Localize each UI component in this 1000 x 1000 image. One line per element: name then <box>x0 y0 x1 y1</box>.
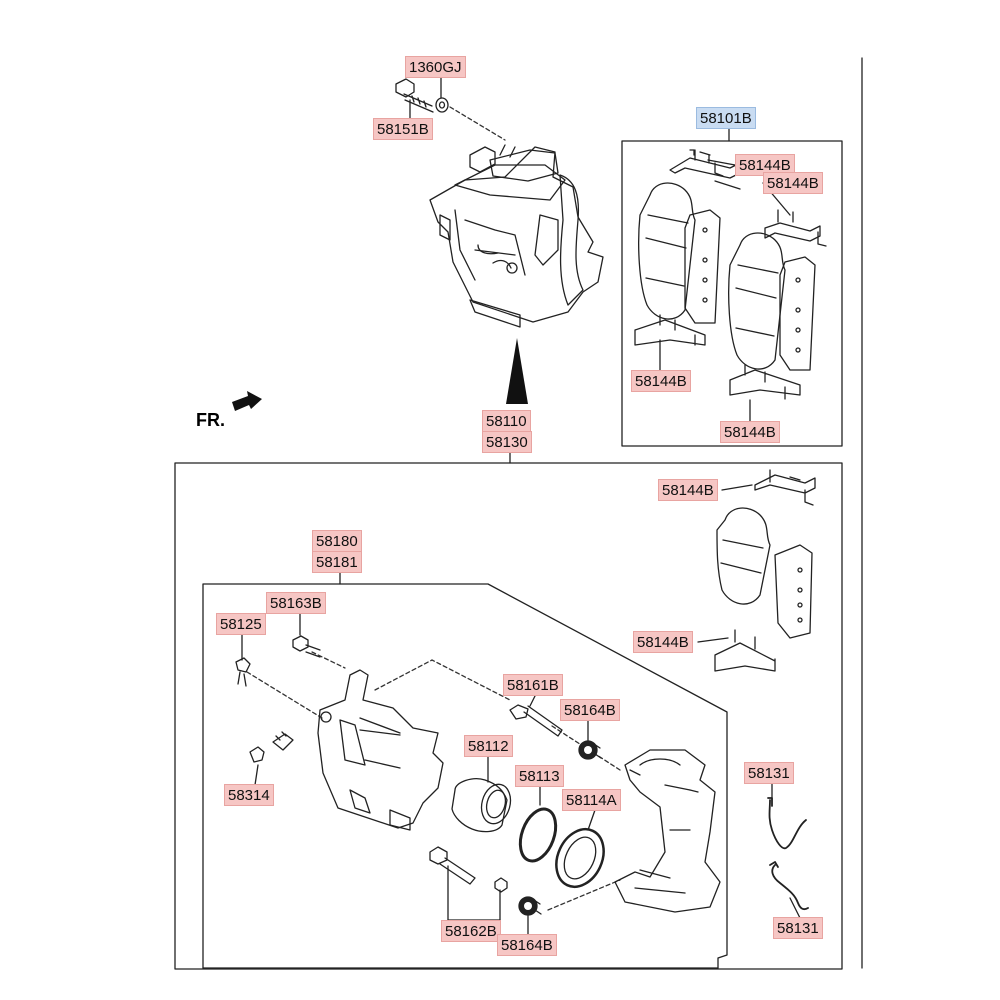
caliper-assembly-drawing <box>429 144 604 328</box>
part-label-58151b[interactable]: 58151B <box>373 118 433 140</box>
piston-seal-icon <box>518 807 558 863</box>
part-label-58161b[interactable]: 58161B <box>503 674 563 696</box>
part-label-58101b[interactable]: 58101B <box>696 107 756 129</box>
caliper-bracket-drawing <box>614 749 721 913</box>
part-label-58144b-assembly-bottom[interactable]: 58144B <box>633 631 693 653</box>
front-direction-label: FR. <box>196 410 225 430</box>
piston-icon <box>451 778 512 833</box>
part-label-58125[interactable]: 58125 <box>216 613 266 635</box>
assembly-brake-pads-drawing <box>714 469 816 672</box>
part-label-58162b[interactable]: 58162B <box>441 920 501 942</box>
lower-guide-pin-icon <box>429 846 508 893</box>
part-label-58144b-lower-left[interactable]: 58144B <box>631 370 691 392</box>
part-label-1360gj[interactable]: 1360GJ <box>405 56 466 78</box>
part-label-58164b-upper[interactable]: 58164B <box>560 699 620 721</box>
part-label-58114a[interactable]: 58114A <box>562 789 621 811</box>
assembly-dash-lines <box>246 106 621 911</box>
guide-bolt-icon <box>292 635 321 658</box>
part-label-58110[interactable]: 58110 <box>482 410 531 432</box>
brake-pad-set-drawing <box>634 149 827 400</box>
part-label-58112[interactable]: 58112 <box>464 735 513 757</box>
part-label-58144b-upper-right[interactable]: 58144B <box>763 172 823 194</box>
caliper-housing-drawing <box>317 669 444 831</box>
part-label-58164b-lower[interactable]: 58164B <box>497 934 557 956</box>
part-label-58314[interactable]: 58314 <box>224 784 274 806</box>
part-label-58144b-assembly-top[interactable]: 58144B <box>658 479 718 501</box>
boot-icon <box>578 740 602 760</box>
dust-seal-inner <box>563 836 597 880</box>
part-label-58131-upper[interactable]: 58131 <box>744 762 794 784</box>
wear-sensor-2-icon <box>769 861 809 911</box>
part-label-58131-lower[interactable]: 58131 <box>773 917 823 939</box>
bolt-icon <box>395 78 449 113</box>
dust-seal-icon <box>555 828 605 888</box>
part-label-58181[interactable]: 58181 <box>312 551 362 573</box>
forward-arrow-icon <box>232 391 262 411</box>
part-label-58163b[interactable]: 58163B <box>266 592 326 614</box>
pad-kit-box <box>621 140 843 447</box>
part-label-58144b-bottom[interactable]: 58144B <box>720 421 780 443</box>
guide-pin-icon <box>509 704 563 737</box>
assembly-pointer-icon <box>506 338 528 404</box>
leader-lines <box>241 77 801 935</box>
lower-boot-icon <box>518 896 542 916</box>
caliper-housing-box <box>202 583 728 969</box>
part-label-58144b-top[interactable]: 58144B <box>735 154 795 176</box>
caliper-assembly-box <box>174 462 843 970</box>
part-label-58130[interactable]: 58130 <box>482 431 532 453</box>
cap-icon <box>249 731 294 763</box>
bleeder-screw-icon <box>235 657 251 687</box>
part-label-58113[interactable]: 58113 <box>515 765 564 787</box>
part-label-58180[interactable]: 58180 <box>312 530 362 552</box>
wear-sensor-icon <box>767 797 807 850</box>
